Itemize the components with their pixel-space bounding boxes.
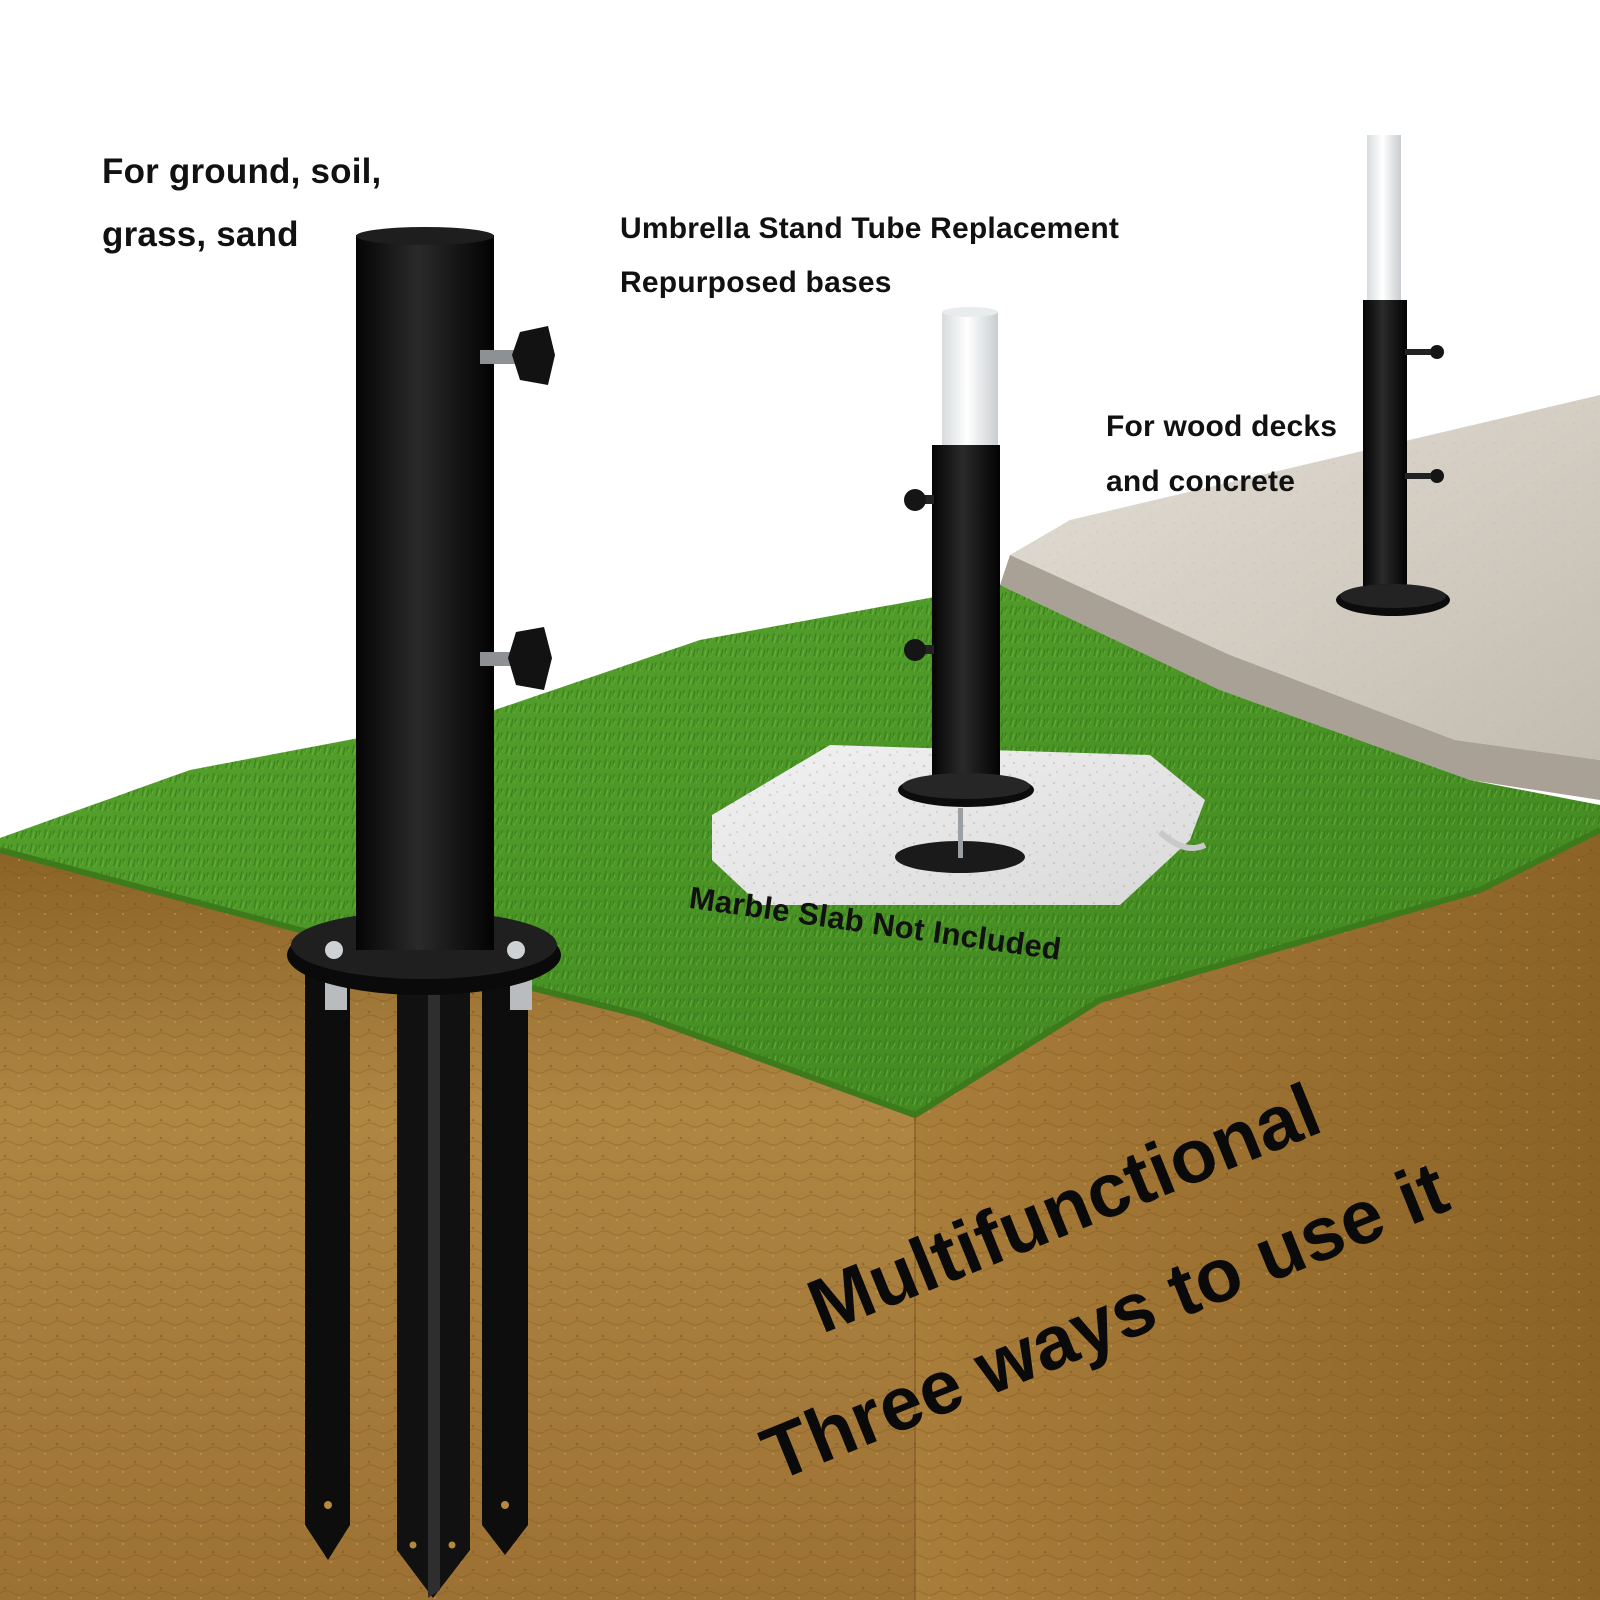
ground-stake-stand bbox=[287, 227, 561, 1598]
right-umbrella-tube bbox=[1336, 135, 1450, 616]
marble-slab bbox=[712, 745, 1207, 905]
deck-use-caption-line-2: and concrete bbox=[1106, 465, 1296, 498]
middle-umbrella-tube bbox=[898, 307, 1034, 807]
umbrella-tube-caption-line-1: Umbrella Stand Tube Replacement bbox=[620, 212, 1120, 245]
concrete-slab bbox=[1000, 395, 1600, 800]
ground-use-caption-line-2: grass, sand bbox=[102, 215, 299, 254]
ground-use-caption-line-1: For ground, soil, bbox=[102, 152, 382, 191]
umbrella-tube-caption-line-2: Repurposed bases bbox=[620, 266, 892, 299]
deck-use-caption-line-1: For wood decks bbox=[1106, 410, 1338, 443]
